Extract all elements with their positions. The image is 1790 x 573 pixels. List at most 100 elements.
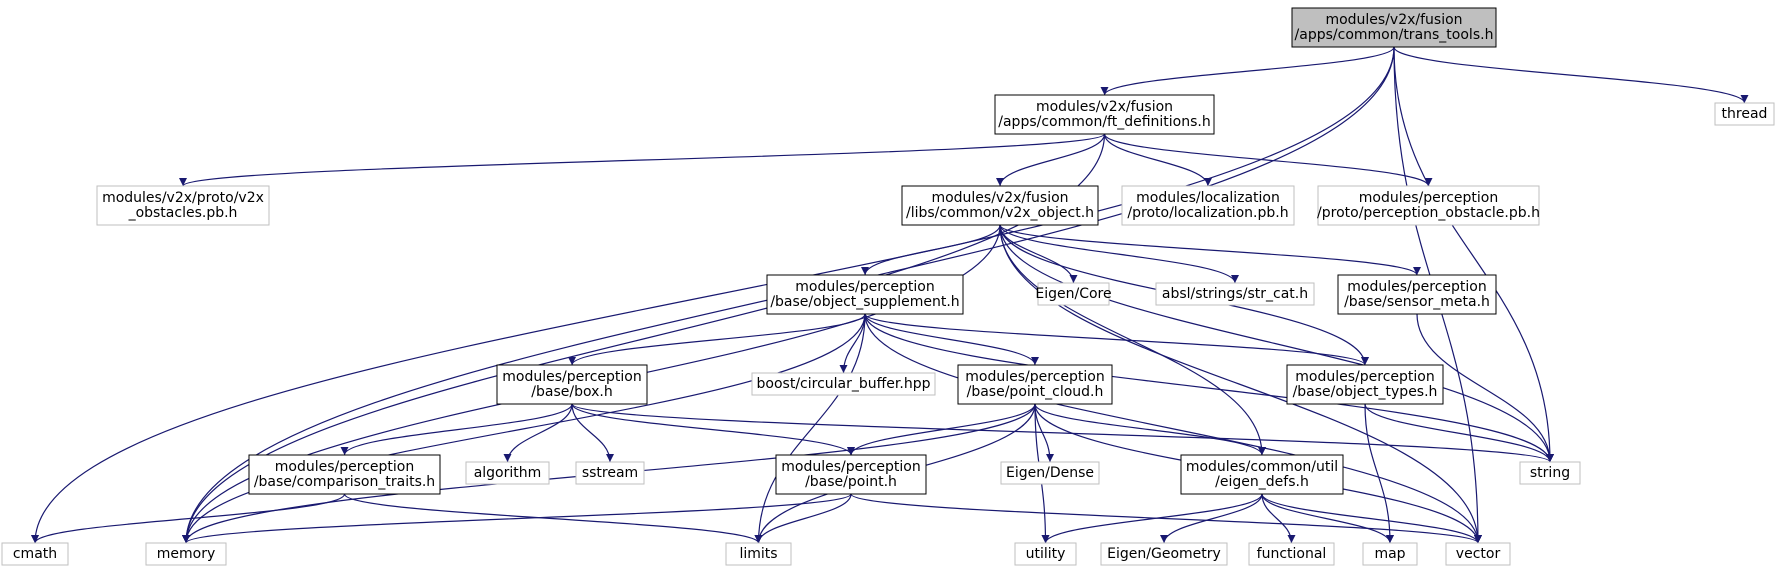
node-eigen_core-box	[1037, 282, 1110, 306]
edge-comparison_traits-to-limits	[343, 493, 763, 544]
edge-eigen_defs-to-functional	[1261, 493, 1296, 544]
node-object_types-label-line: /base/object_types.h	[1293, 384, 1438, 400]
node-limits: limits	[725, 542, 792, 566]
edge-v2x_object-to-sensor_meta	[999, 224, 1421, 276]
node-string-box	[1519, 461, 1581, 485]
node-ft_definitions-label-line: modules/v2x/fusion	[1036, 99, 1173, 115]
node-v2x_object[interactable]: modules/v2x/fusion/libs/common/v2x_objec…	[901, 185, 1099, 226]
node-object_supplement-label-line: /base/object_supplement.h	[770, 294, 959, 310]
node-sensor_meta[interactable]: modules/perception/base/sensor_meta.h	[1337, 274, 1497, 315]
nodes-layer: modules/v2x/fusion/apps/common/trans_too…	[1, 7, 1775, 566]
node-localization_pb: modules/localization/proto/localization.…	[1121, 185, 1295, 226]
node-algorithm-label-line: algorithm	[474, 465, 542, 481]
edge-box-to-string	[571, 403, 1554, 463]
edge-object_supplement-to-string	[864, 313, 1554, 463]
node-object_types-box	[1286, 364, 1444, 405]
node-localization_pb-box	[1121, 185, 1295, 226]
node-map-label-line: map	[1374, 546, 1405, 562]
node-object_types[interactable]: modules/perception/base/object_types.h	[1286, 364, 1444, 405]
node-point-box	[775, 454, 927, 495]
node-cmath-label-line: cmath	[13, 546, 57, 562]
node-eigen_geometry-box	[1100, 542, 1228, 566]
node-object_supplement-label-line: modules/perception	[795, 279, 934, 295]
node-eigen_defs-label-line: modules/common/util	[1186, 459, 1338, 475]
node-object_supplement[interactable]: modules/perception/base/object_supplemen…	[766, 274, 964, 315]
edge-point_cloud-to-eigen_defs	[1034, 403, 1266, 456]
node-utility: utility	[1014, 542, 1077, 566]
node-trans_tools-box	[1291, 7, 1497, 48]
node-vector-box	[1445, 542, 1511, 566]
node-sensor_meta-label-line: modules/perception	[1347, 279, 1486, 295]
node-box-label-line: modules/perception	[502, 369, 641, 385]
node-point-label-line: modules/perception	[781, 459, 920, 475]
edge-trans_tools-to-string	[1393, 46, 1554, 463]
edge-object_supplement-to-object_types	[864, 313, 1369, 366]
node-eigen_defs[interactable]: modules/common/util/eigen_defs.h	[1180, 454, 1344, 495]
node-thread-label-line: thread	[1722, 106, 1768, 122]
node-algorithm: algorithm	[465, 461, 550, 485]
node-comparison_traits[interactable]: modules/perception/base/comparison_trait…	[248, 454, 441, 495]
edge-v2x_object-to-eigen_core	[999, 224, 1078, 284]
node-eigen_defs-label-line: /eigen_defs.h	[1215, 474, 1309, 490]
node-trans_tools-label-line: /apps/common/trans_tools.h	[1295, 27, 1494, 43]
node-sensor_meta-box	[1337, 274, 1497, 315]
edge-point-to-vector	[850, 493, 1482, 544]
node-ft_definitions[interactable]: modules/v2x/fusion/apps/common/ft_defini…	[994, 94, 1215, 135]
node-thread: thread	[1714, 102, 1775, 126]
node-point_cloud-label-line: /base/point_cloud.h	[967, 384, 1104, 400]
node-v2x_object-label-line: /libs/common/v2x_object.h	[906, 205, 1094, 221]
node-functional-label-line: functional	[1257, 546, 1327, 562]
node-eigen_core-label-line: Eigen/Core	[1035, 286, 1111, 302]
node-map-box	[1362, 542, 1418, 566]
edge-ft_definitions-to-v2x_object	[996, 133, 1106, 187]
node-point_cloud[interactable]: modules/perception/base/point_cloud.h	[957, 364, 1113, 405]
node-eigen_geometry: Eigen/Geometry	[1100, 542, 1228, 566]
node-utility-box	[1014, 542, 1077, 566]
node-cmath: cmath	[1, 542, 69, 566]
node-sstream-box	[575, 461, 645, 485]
node-point[interactable]: modules/perception/base/point.h	[775, 454, 927, 495]
edge-object_types-to-string	[1364, 403, 1554, 463]
node-perception_obstacle_pb-label-line: /proto/perception_obstacle.pb.h	[1317, 205, 1540, 221]
node-v2x_obstacles_pb: modules/v2x/proto/v2x_obstacles.pb.h	[96, 185, 270, 226]
edge-object_supplement-to-memory	[182, 313, 866, 544]
edge-comparison_traits-to-cmath	[31, 493, 346, 544]
node-v2x_object-label-line: modules/v2x/fusion	[931, 190, 1068, 206]
edge-object_types-to-map	[1364, 403, 1394, 544]
edge-sensor_meta-to-string	[1416, 313, 1554, 463]
edge-trans_tools-to-ft_definitions	[1100, 46, 1395, 96]
edge-v2x_object-to-vector	[999, 224, 1482, 544]
node-str_cat: absl/strings/str_cat.h	[1155, 282, 1315, 306]
node-box-label-line: /base/box.h	[531, 384, 612, 400]
edge-ft_definitions-to-localization_pb	[1103, 133, 1212, 187]
edge-object_supplement-to-box	[568, 313, 866, 366]
edge-v2x_object-to-object_supplement	[861, 224, 1001, 276]
node-perception_obstacle_pb: modules/perception/proto/perception_obst…	[1317, 185, 1540, 226]
node-circular_buffer-box	[751, 372, 936, 396]
node-comparison_traits-box	[248, 454, 441, 495]
node-sensor_meta-label-line: /base/sensor_meta.h	[1344, 294, 1490, 310]
node-object_types-label-line: modules/perception	[1295, 369, 1434, 385]
node-localization_pb-label-line: modules/localization	[1136, 190, 1280, 206]
edge-v2x_object-to-string	[999, 224, 1554, 463]
node-trans_tools[interactable]: modules/v2x/fusion/apps/common/trans_too…	[1291, 7, 1497, 48]
node-algorithm-box	[465, 461, 550, 485]
edge-trans_tools-to-cmath	[31, 46, 1395, 544]
node-string: string	[1519, 461, 1581, 485]
node-eigen_geometry-label-line: Eigen/Geometry	[1107, 546, 1221, 562]
edge-eigen_defs-to-map	[1261, 493, 1394, 544]
node-cmath-box	[1, 542, 69, 566]
node-trans_tools-label-line: modules/v2x/fusion	[1325, 12, 1462, 28]
node-thread-box	[1714, 102, 1775, 126]
node-functional: functional	[1248, 542, 1335, 566]
edge-box-to-sstream	[571, 403, 614, 463]
node-v2x_obstacles_pb-label-line: _obstacles.pb.h	[128, 205, 238, 221]
node-point-label-line: /base/point.h	[805, 474, 897, 490]
node-box[interactable]: modules/perception/base/box.h	[496, 364, 648, 405]
node-point_cloud-box	[957, 364, 1113, 405]
node-object_supplement-box	[766, 274, 964, 315]
node-point_cloud-label-line: modules/perception	[965, 369, 1104, 385]
node-vector-label-line: vector	[1456, 546, 1501, 562]
node-comparison_traits-label-line: /base/comparison_traits.h	[254, 474, 435, 490]
node-limits-label-line: limits	[739, 546, 777, 562]
